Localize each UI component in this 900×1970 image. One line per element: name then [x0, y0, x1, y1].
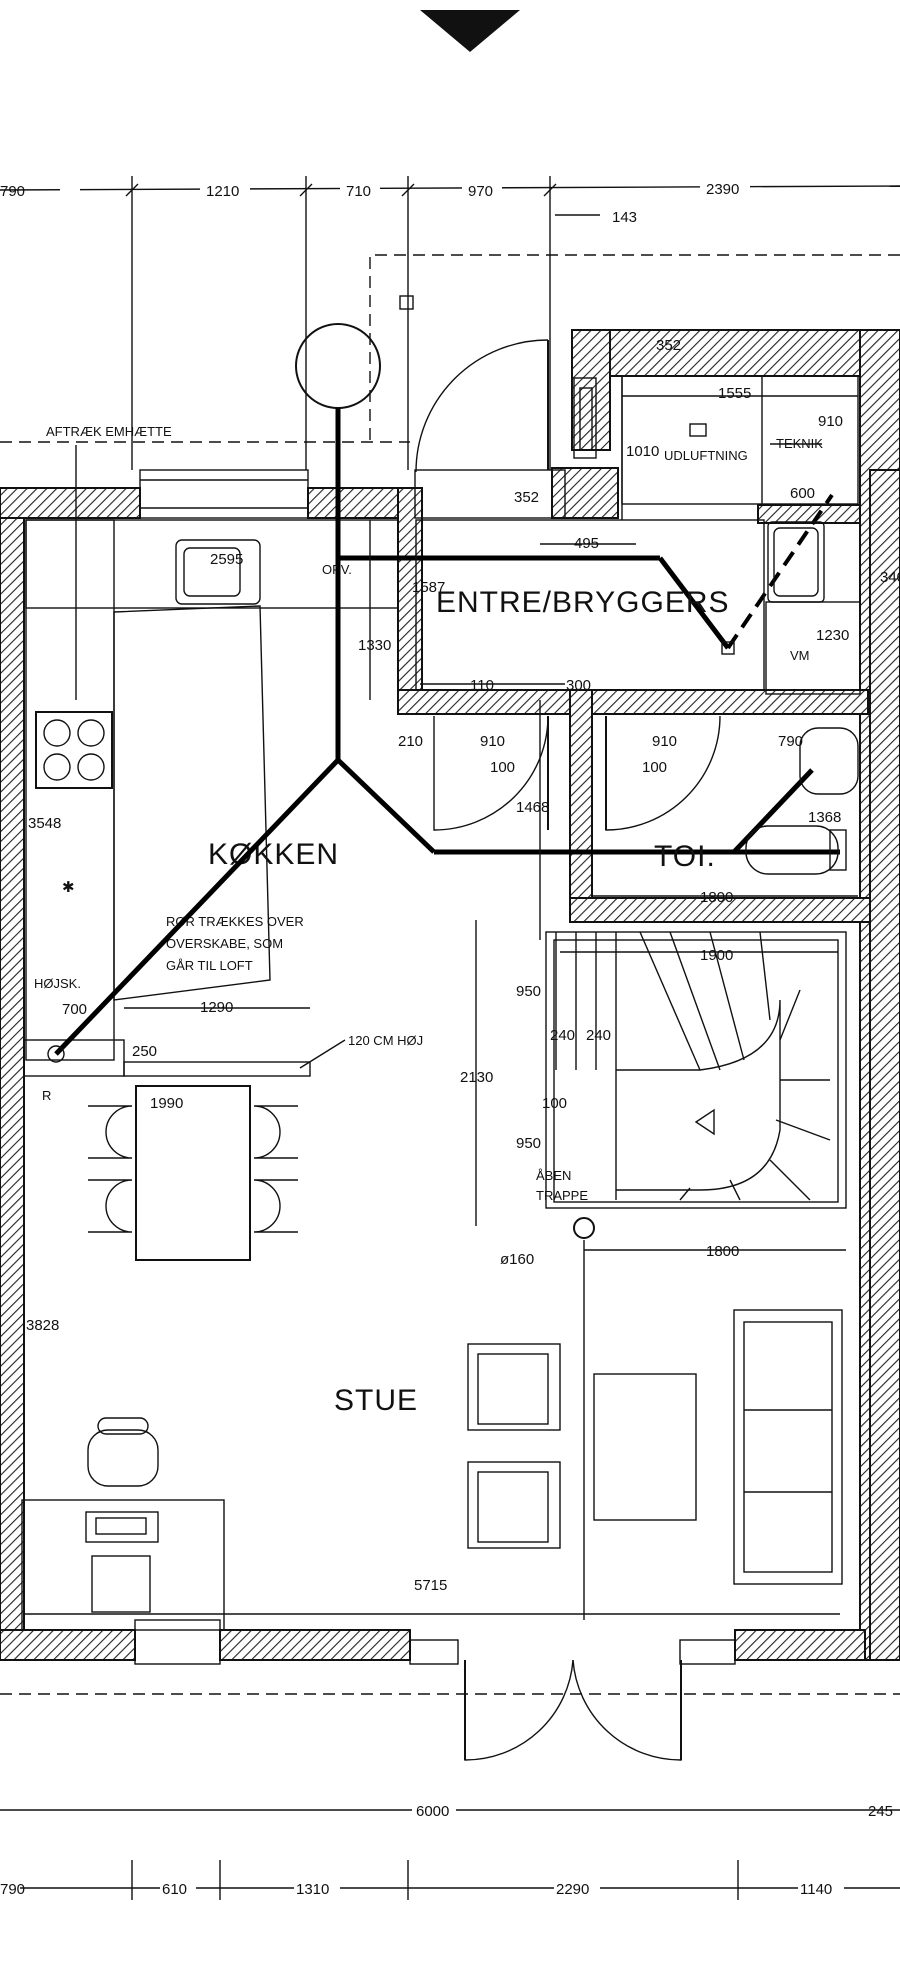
dim-bottom-610: 610: [162, 1881, 187, 1898]
dim-1555: 1555: [718, 385, 751, 402]
open-stair-label-2: TRAPPE: [536, 1188, 588, 1203]
bottom-dimension-lines: 6000 245 790 610 1310 2290 1140: [0, 1800, 900, 1900]
walls: [0, 329, 900, 1661]
dim-6000: 6000: [416, 1803, 449, 1820]
height-note: 120 CM HØJ: [348, 1033, 423, 1048]
dim-1010: 1010: [626, 443, 659, 460]
washing-machine-label: VM: [790, 648, 810, 663]
pipe-note-3: GÅR TIL LOFT: [166, 958, 253, 973]
dim-240-a: 240: [550, 1027, 575, 1044]
dim-210: 210: [398, 733, 423, 750]
open-stair-label-1: ÅBEN: [536, 1168, 571, 1183]
diameter-label: ø160: [500, 1251, 534, 1268]
dining-table: 1990: [88, 1085, 298, 1261]
room-label-toilet: TOI.: [654, 840, 716, 873]
bottom-openings: [0, 1619, 900, 1761]
dim-910-right: 910: [652, 733, 677, 750]
dim-1587: 1587: [412, 579, 445, 596]
dim-950-lower: 950: [516, 1135, 541, 1152]
dim-1230: 1230: [816, 627, 849, 644]
dim-top-710: 710: [346, 183, 371, 200]
dim-1990: 1990: [150, 1095, 183, 1112]
technik-room: 352 1555 910 1010 UDLUFTNING TEKNIK 600 …: [514, 337, 859, 552]
dim-100-left: 100: [490, 759, 515, 776]
ventilation-ducts: [47, 323, 840, 1063]
entry-room: 1587 1330 ENTRE/BRYGGERS 1230 VM 340 110…: [358, 519, 900, 700]
room-label-entry: ENTRE/BRYGGERS: [436, 586, 730, 619]
dim-950-upper: 950: [516, 983, 541, 1000]
stairs: 1900 950 2130 240 240 100 950 ÅBEN TRAPP…: [460, 920, 847, 1620]
dim-352-top: 352: [656, 337, 681, 354]
dim-1900: 1900: [700, 947, 733, 964]
pipe-note-1: RØR TRÆKKES OVER: [166, 914, 304, 929]
asterisk-icon: ✱: [62, 879, 75, 896]
dim-top-790: 790: [0, 183, 25, 200]
dim-bottom-790: 790: [0, 1881, 25, 1898]
dim-143: 143: [612, 209, 637, 226]
windows-top: [139, 377, 597, 519]
r-mark: R: [42, 1088, 51, 1103]
hob-icon: [35, 711, 113, 789]
dim-3548: 3548: [28, 815, 61, 832]
top-dimension-line: 790 1210 710 970 2390 143: [0, 176, 900, 470]
inner-doors: 210 910 100 910 100 790 1468: [398, 700, 803, 940]
dim-top-970: 970: [468, 183, 493, 200]
dim-bottom-1140: 1140: [800, 1881, 832, 1898]
scroll-up-arrow-icon[interactable]: [420, 10, 520, 52]
kitchen-area: 2595 OPV. 3548 HØJSK. 700 250 1290 R ✱ R…: [23, 519, 423, 1103]
dim-250: 250: [132, 1043, 157, 1060]
pipe-note-2: OVERSKABE, SOM: [166, 936, 283, 951]
dim-240-b: 240: [586, 1027, 611, 1044]
dim-110: 110: [470, 677, 494, 694]
dim-600: 600: [790, 485, 815, 502]
dim-1368: 1368: [808, 809, 841, 826]
dim-top-2390: 2390: [706, 181, 739, 198]
dim-700: 700: [62, 1001, 87, 1018]
dim-bottom-1310: 1310: [296, 1881, 329, 1898]
dim-bottom-2290: 2290: [556, 1881, 589, 1898]
entry-door-swing: [415, 339, 549, 473]
dim-1800-toilet: 1800: [700, 889, 733, 906]
toilet-room: 1368 TOI. 1800: [592, 727, 859, 906]
dim-1330: 1330: [358, 637, 391, 654]
dim-495: 495: [574, 535, 599, 552]
ventilation-label: UDLUFTNING: [664, 448, 748, 463]
dim-5715: 5715: [414, 1577, 447, 1594]
hood-exhaust-label: AFTRÆK EMHÆTTE: [46, 424, 172, 439]
dim-top-1210: 1210: [206, 183, 239, 200]
dim-910-technik: 910: [818, 413, 843, 430]
dim-352-left: 352: [514, 489, 539, 506]
dim-1468: 1468: [516, 799, 549, 816]
room-label-kitchen: KØKKEN: [208, 838, 339, 871]
dim-2595: 2595: [210, 551, 243, 568]
dim-790-wc: 790: [778, 733, 803, 750]
dim-2130: 2130: [460, 1069, 493, 1086]
dim-1800-living: 1800: [706, 1243, 739, 1260]
dim-245: 245: [868, 1803, 893, 1820]
dim-340: 340: [880, 569, 900, 586]
dim-910-left: 910: [480, 733, 505, 750]
fridge-label: HØJSK.: [34, 976, 81, 991]
living-room: 3828 STUE 5715: [21, 1309, 843, 1631]
dim-300: 300: [566, 677, 591, 694]
dim-100-right: 100: [642, 759, 667, 776]
room-label-living: STUE: [334, 1384, 418, 1417]
dim-3828: 3828: [26, 1317, 59, 1334]
dim-100-stair: 100: [542, 1095, 567, 1112]
